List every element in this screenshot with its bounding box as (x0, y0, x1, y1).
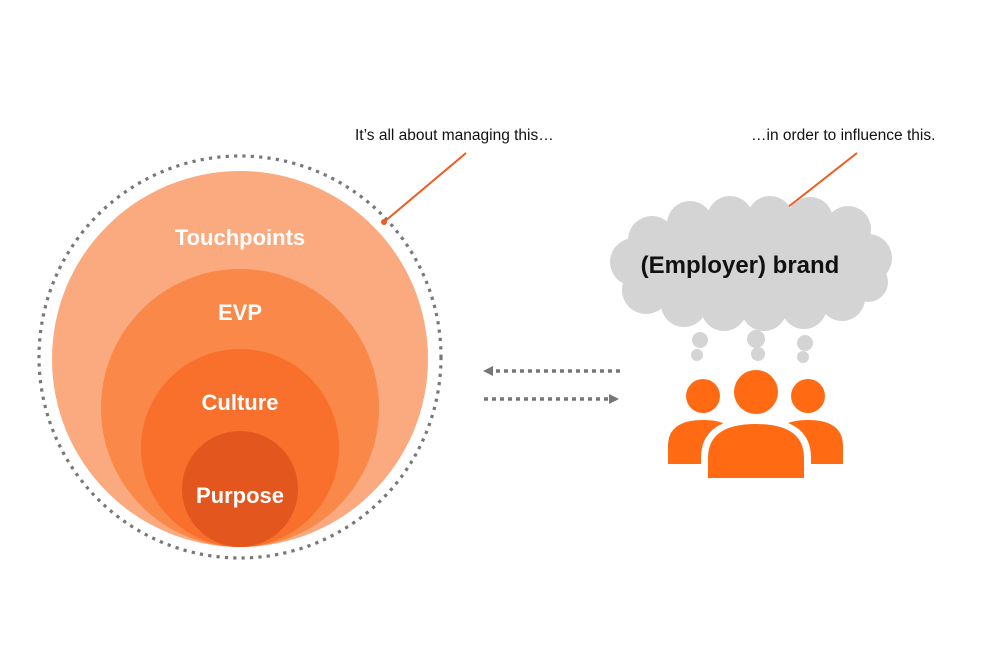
touchpoints-label: Touchpoints (175, 225, 305, 250)
bidirectional-arrows-icon (483, 366, 620, 404)
left-pointer-line (383, 152, 467, 223)
ring-purpose (182, 431, 298, 547)
culture-label: Culture (202, 390, 279, 415)
right-annotation: …in order to influence this. (751, 127, 935, 144)
cloud-label: (Employer) brand (641, 252, 840, 279)
person-right-head (791, 379, 825, 413)
thought-cloud-icon (610, 196, 892, 363)
person-centre-body (708, 424, 804, 478)
evp-label: EVP (218, 300, 262, 325)
left-annotation: It’s all about managing this… (355, 127, 554, 144)
people-group-icon (668, 365, 843, 482)
person-left-head (686, 379, 720, 413)
left-pointer-dot (381, 219, 387, 225)
person-centre-head (734, 370, 778, 414)
dotted-boundary-ring (37, 154, 443, 560)
purpose-label: Purpose (196, 483, 284, 508)
